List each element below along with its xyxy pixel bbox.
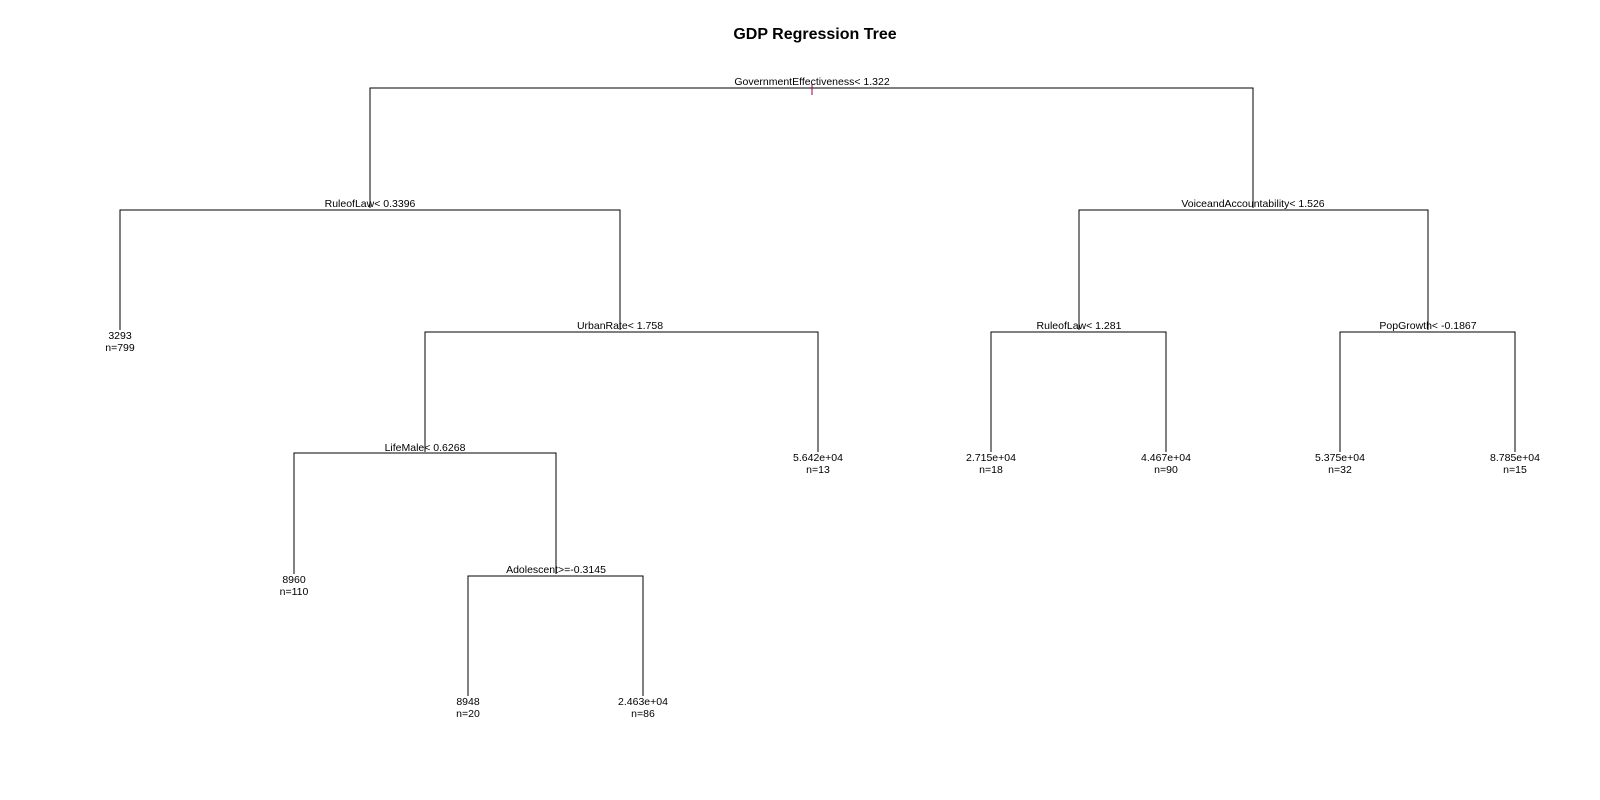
edge-adolescent (467, 575, 644, 696)
leaf-value: 3293 (108, 330, 132, 342)
tree-edges (119, 84, 1516, 696)
leaf-count: n=799 (105, 342, 135, 354)
leaf-value: 8.785e+04 (1490, 452, 1540, 464)
edge-ruleoflaw-right (990, 331, 1167, 452)
edge-urbanrate (424, 331, 819, 452)
split-label-lifemale: LifeMale< 0.6268 (385, 442, 466, 454)
edge-lifemale (293, 452, 557, 574)
leaf-count: n=15 (1503, 464, 1527, 476)
split-label-popgrowth: PopGrowth< -0.1867 (1379, 320, 1476, 332)
split-label-adolescent: Adolescent>=-0.3145 (506, 564, 606, 576)
leaf-value: 2.715e+04 (966, 452, 1016, 464)
split-label-ruleoflaw-1: RuleofLaw< 0.3396 (325, 198, 416, 210)
leaf-labels: 3293 n=799 8960 n=110 8948 n=20 2.463e+0… (105, 330, 1540, 720)
split-label-urbanrate: UrbanRate< 1.758 (577, 320, 663, 332)
leaf-count: n=90 (1154, 464, 1178, 476)
edge-voice (1078, 209, 1429, 330)
leaf-count: n=86 (631, 708, 655, 720)
edge-ruleoflaw-left (119, 209, 621, 330)
split-label-voice-accountability: VoiceandAccountability< 1.526 (1181, 198, 1324, 210)
leaf-count: n=13 (806, 464, 830, 476)
leaf-value: 4.467e+04 (1141, 452, 1191, 464)
leaf-value: 8960 (282, 574, 306, 586)
edge-root (369, 87, 1254, 208)
edge-popgrowth (1339, 331, 1516, 452)
leaf-count: n=20 (456, 708, 480, 720)
leaf-value: 8948 (456, 696, 480, 708)
chart-title: GDP Regression Tree (733, 26, 896, 43)
leaf-count: n=110 (280, 586, 309, 598)
split-labels: GovernmentEffectiveness< 1.322 RuleofLaw… (325, 76, 1477, 576)
split-label-ruleoflaw-2: RuleofLaw< 1.281 (1037, 320, 1122, 332)
leaf-value: 5.375e+04 (1315, 452, 1365, 464)
leaf-count: n=18 (979, 464, 1003, 476)
leaf-value: 2.463e+04 (618, 696, 668, 708)
split-label-government-effectiveness: GovernmentEffectiveness< 1.322 (734, 76, 890, 88)
leaf-count: n=32 (1328, 464, 1352, 476)
leaf-value: 5.642e+04 (793, 452, 843, 464)
